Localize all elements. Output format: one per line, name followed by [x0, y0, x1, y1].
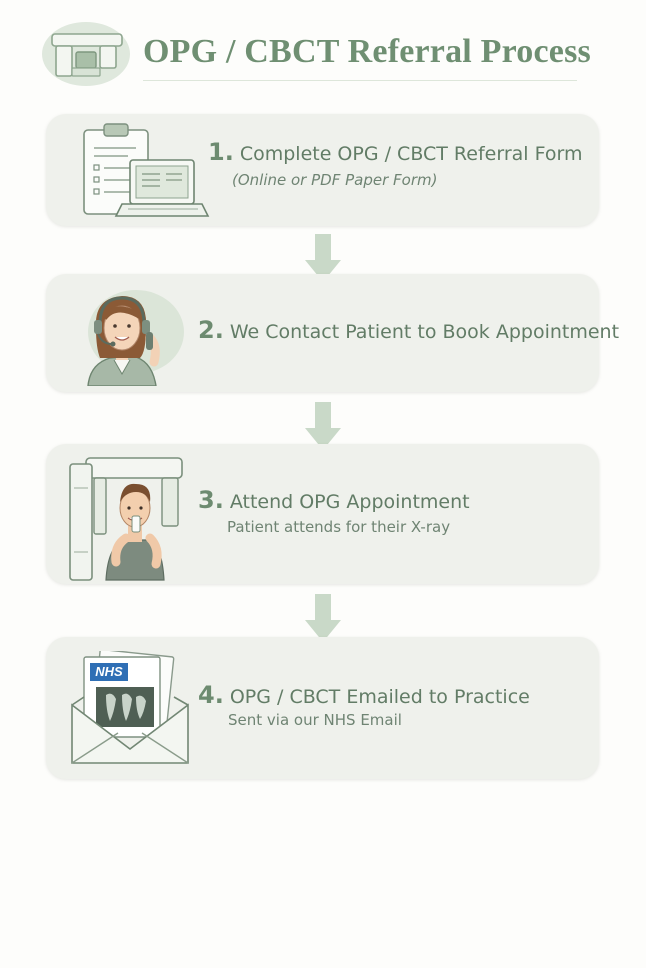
- step-3-subtitle: Patient attends for their X-ray: [227, 518, 451, 536]
- step-4-title: 4.OPG / CBCT Emailed to Practice: [198, 681, 530, 709]
- nhs-badge: NHS: [95, 664, 123, 679]
- step-2-label: We Contact Patient to Book Appointment: [229, 321, 620, 343]
- xray-machine-patient-icon: [64, 452, 188, 586]
- step-card-4: NHS 4.OPG / CBCT Emailed to Practice Sen…: [46, 637, 599, 779]
- step-1-number: 1.: [208, 138, 234, 166]
- arrow-down-icon: [303, 594, 343, 644]
- step-3-label: Attend OPG Appointment: [229, 491, 470, 513]
- step-2-title: 2.We Contact Patient to Book Appointment: [198, 316, 619, 344]
- step-card-1: 1.Complete OPG / CBCT Referral Form (Onl…: [46, 114, 599, 226]
- arrow-down-icon: [303, 402, 343, 452]
- header: OPG / CBCT Referral Process: [0, 0, 646, 90]
- step-1-subtitle: (Online or PDF Paper Form): [232, 171, 438, 189]
- page-title: OPG / CBCT Referral Process: [143, 33, 591, 70]
- step-1-title: 1.Complete OPG / CBCT Referral Form: [208, 138, 582, 166]
- receptionist-headset-icon: [66, 282, 186, 390]
- title-divider: [143, 80, 577, 81]
- step-3-title: 3.Attend OPG Appointment: [198, 486, 470, 514]
- xray-machine-logo-icon: [42, 22, 130, 86]
- step-2-number: 2.: [198, 316, 224, 344]
- step-4-label: OPG / CBCT Emailed to Practice: [229, 686, 530, 708]
- step-card-3: 3.Attend OPG Appointment Patient attends…: [46, 444, 599, 584]
- nhs-email-envelope-icon: NHS: [70, 648, 192, 771]
- step-4-number: 4.: [198, 681, 224, 709]
- step-1-label: Complete OPG / CBCT Referral Form: [239, 143, 583, 165]
- step-3-number: 3.: [198, 486, 224, 514]
- clipboard-laptop-icon: [78, 120, 213, 224]
- arrow-down-icon: [303, 234, 343, 284]
- step-card-2: 2.We Contact Patient to Book Appointment: [46, 274, 619, 392]
- step-4-subtitle: Sent via our NHS Email: [228, 711, 402, 729]
